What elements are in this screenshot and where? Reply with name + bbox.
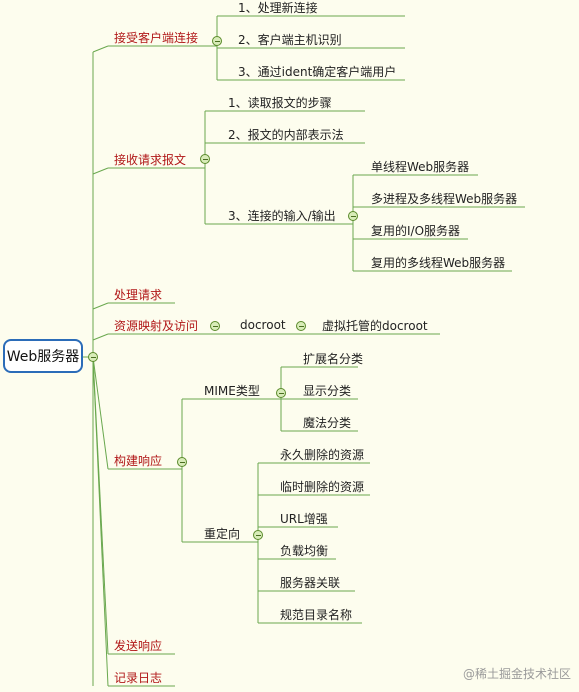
collapse-toggle-icon[interactable] (210, 321, 220, 331)
connector-line (92, 45, 109, 53)
node-docroot[interactable]: docroot (240, 318, 286, 332)
node-url-augmentation[interactable]: URL增强 (280, 512, 328, 526)
collapse-toggle-icon[interactable] (200, 154, 210, 164)
node-magic-classification[interactable]: 魔法分类 (303, 416, 352, 430)
node-canonical-directory[interactable]: 规范目录名称 (280, 608, 353, 622)
node-multiplexed-multithread-server[interactable]: 复用的多线程Web服务器 (371, 256, 506, 270)
root-node[interactable]: Web服务器 (3, 339, 83, 373)
collapse-toggle-icon[interactable] (253, 530, 263, 540)
collapse-toggle-icon[interactable] (212, 36, 222, 46)
connector-line (92, 302, 109, 310)
branch-resource-mapping[interactable]: 资源映射及访问 (114, 319, 199, 333)
branch-accept-connection[interactable]: 接受客户端连接 (114, 31, 199, 45)
branch-process-request[interactable]: 处理请求 (114, 288, 163, 302)
connector-line (92, 167, 109, 175)
node-temporarily-removed[interactable]: 临时删除的资源 (280, 480, 365, 494)
node-virtual-docroot[interactable]: 虚拟托管的docroot (322, 319, 428, 333)
branch-send-response[interactable]: 发送响应 (114, 639, 163, 653)
branch-logging[interactable]: 记录日志 (114, 671, 163, 685)
collapse-toggle-icon[interactable] (348, 211, 358, 221)
node-server-affinity[interactable]: 服务器关联 (280, 576, 341, 590)
connector-line (92, 356, 109, 687)
connector-line (92, 356, 109, 470)
node-extension-classification[interactable]: 扩展名分类 (303, 352, 364, 366)
watermark: @稀土掘金技术社区 (462, 667, 571, 681)
node-internal-representation[interactable]: 2、报文的内部表示法 (228, 128, 344, 142)
branch-build-response[interactable]: 构建响应 (114, 454, 163, 468)
node-permanently-removed[interactable]: 永久删除的资源 (280, 448, 365, 462)
node-read-message-steps[interactable]: 1、读取报文的步骤 (228, 96, 332, 110)
collapse-toggle-icon[interactable] (88, 352, 98, 362)
collapse-toggle-icon[interactable] (276, 388, 286, 398)
node-client-host-identification[interactable]: 2、客户端主机识别 (238, 33, 342, 47)
node-single-thread-server[interactable]: 单线程Web服务器 (371, 160, 470, 174)
node-handle-new-connection[interactable]: 1、处理新连接 (238, 1, 318, 15)
node-display-classification[interactable]: 显示分类 (303, 384, 352, 398)
node-load-balancing[interactable]: 负载均衡 (280, 544, 329, 558)
node-multi-process-server[interactable]: 多进程及多线程Web服务器 (371, 192, 518, 206)
connector-line (92, 333, 109, 341)
node-connection-io[interactable]: 3、连接的输入/输出 (228, 209, 336, 223)
branch-receive-request[interactable]: 接收请求报文 (114, 153, 187, 167)
collapse-toggle-icon[interactable] (296, 321, 306, 331)
node-redirect[interactable]: 重定向 (204, 527, 241, 541)
node-ident-user[interactable]: 3、通过ident确定客户端用户 (238, 65, 397, 79)
node-mime-type[interactable]: MIME类型 (204, 384, 260, 398)
node-multiplexed-io-server[interactable]: 复用的I/O服务器 (371, 224, 461, 238)
collapse-toggle-icon[interactable] (177, 457, 187, 467)
